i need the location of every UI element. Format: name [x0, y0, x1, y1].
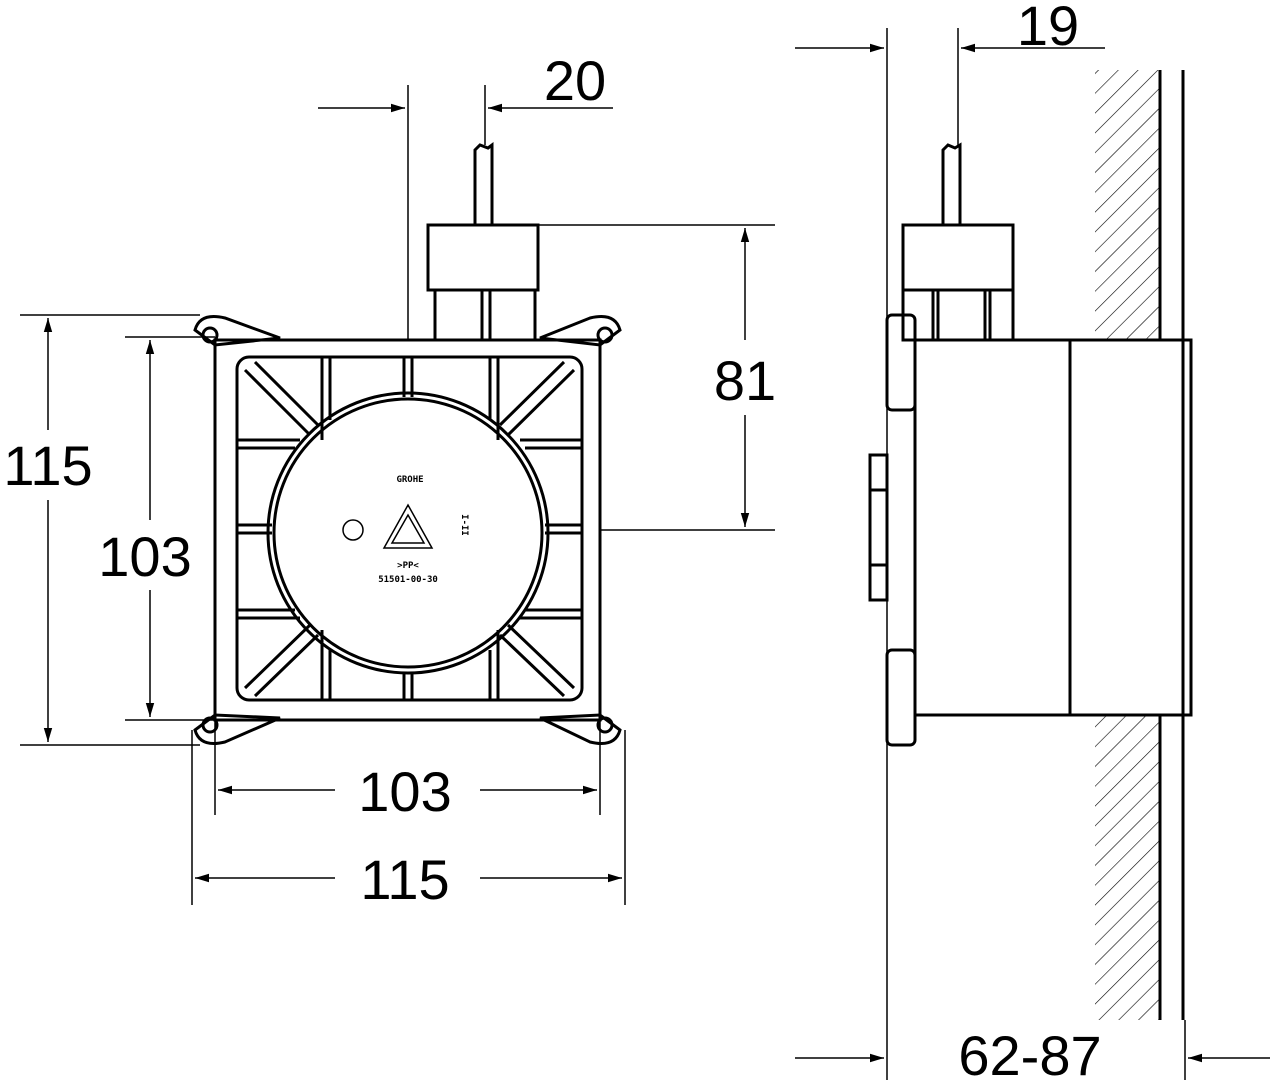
dim-width-outer: 115 — [360, 848, 449, 911]
flange-bottom — [885, 648, 917, 747]
inner-frame — [235, 355, 584, 702]
dim-wall-depth: 62-87 — [958, 1024, 1101, 1080]
mount-hole — [201, 716, 219, 734]
mount-hole — [596, 716, 614, 734]
side-dimensions: 19 62-87 — [795, 0, 1270, 1080]
material-mark: >PP< — [397, 561, 419, 571]
dim-width-inner: 103 — [358, 760, 451, 823]
code-mark: I-II — [459, 514, 469, 536]
body — [913, 338, 1072, 717]
brand-logo: GROHE — [396, 475, 423, 485]
side-view — [868, 28, 1193, 1080]
indicator-dot — [342, 519, 364, 541]
flange-top — [885, 313, 917, 412]
dim-pipe-offset: 20 — [544, 49, 606, 112]
center-plate — [266, 391, 550, 675]
dim-height-outer: 115 — [3, 434, 92, 497]
cover — [1068, 338, 1185, 717]
recycle-icon — [382, 503, 434, 549]
dim-height-inner: 103 — [98, 525, 191, 588]
dim-side-pipe-offset: 19 — [1017, 0, 1079, 57]
mount-hole — [201, 326, 219, 344]
part-number: 51501-00-30 — [378, 575, 438, 585]
dim-nut-height: 81 — [714, 349, 776, 412]
mount-hole — [596, 326, 614, 344]
nut — [426, 223, 540, 292]
front-dimensions: 115 103 103 115 81 20 — [3, 49, 776, 911]
